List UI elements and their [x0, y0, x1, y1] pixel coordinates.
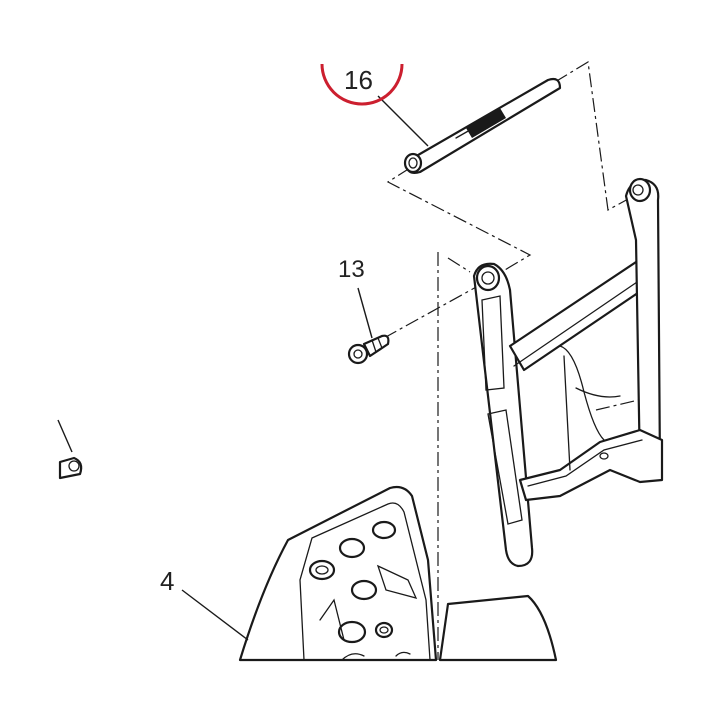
- screw-left-partial: [57, 419, 83, 480]
- housing-part-4[interactable]: [238, 485, 558, 662]
- screw-part-13[interactable]: [347, 334, 390, 365]
- callout-4-label[interactable]: 4: [160, 566, 174, 596]
- lever-bracket: [472, 177, 664, 568]
- callout-16-label[interactable]: 16: [344, 65, 373, 95]
- pin-part-16[interactable]: [403, 77, 562, 174]
- pin-knurl: [466, 108, 506, 138]
- callout-leaders: [181, 95, 429, 641]
- highlight-ring: [320, 63, 404, 106]
- callout-13-label[interactable]: 13: [338, 256, 365, 283]
